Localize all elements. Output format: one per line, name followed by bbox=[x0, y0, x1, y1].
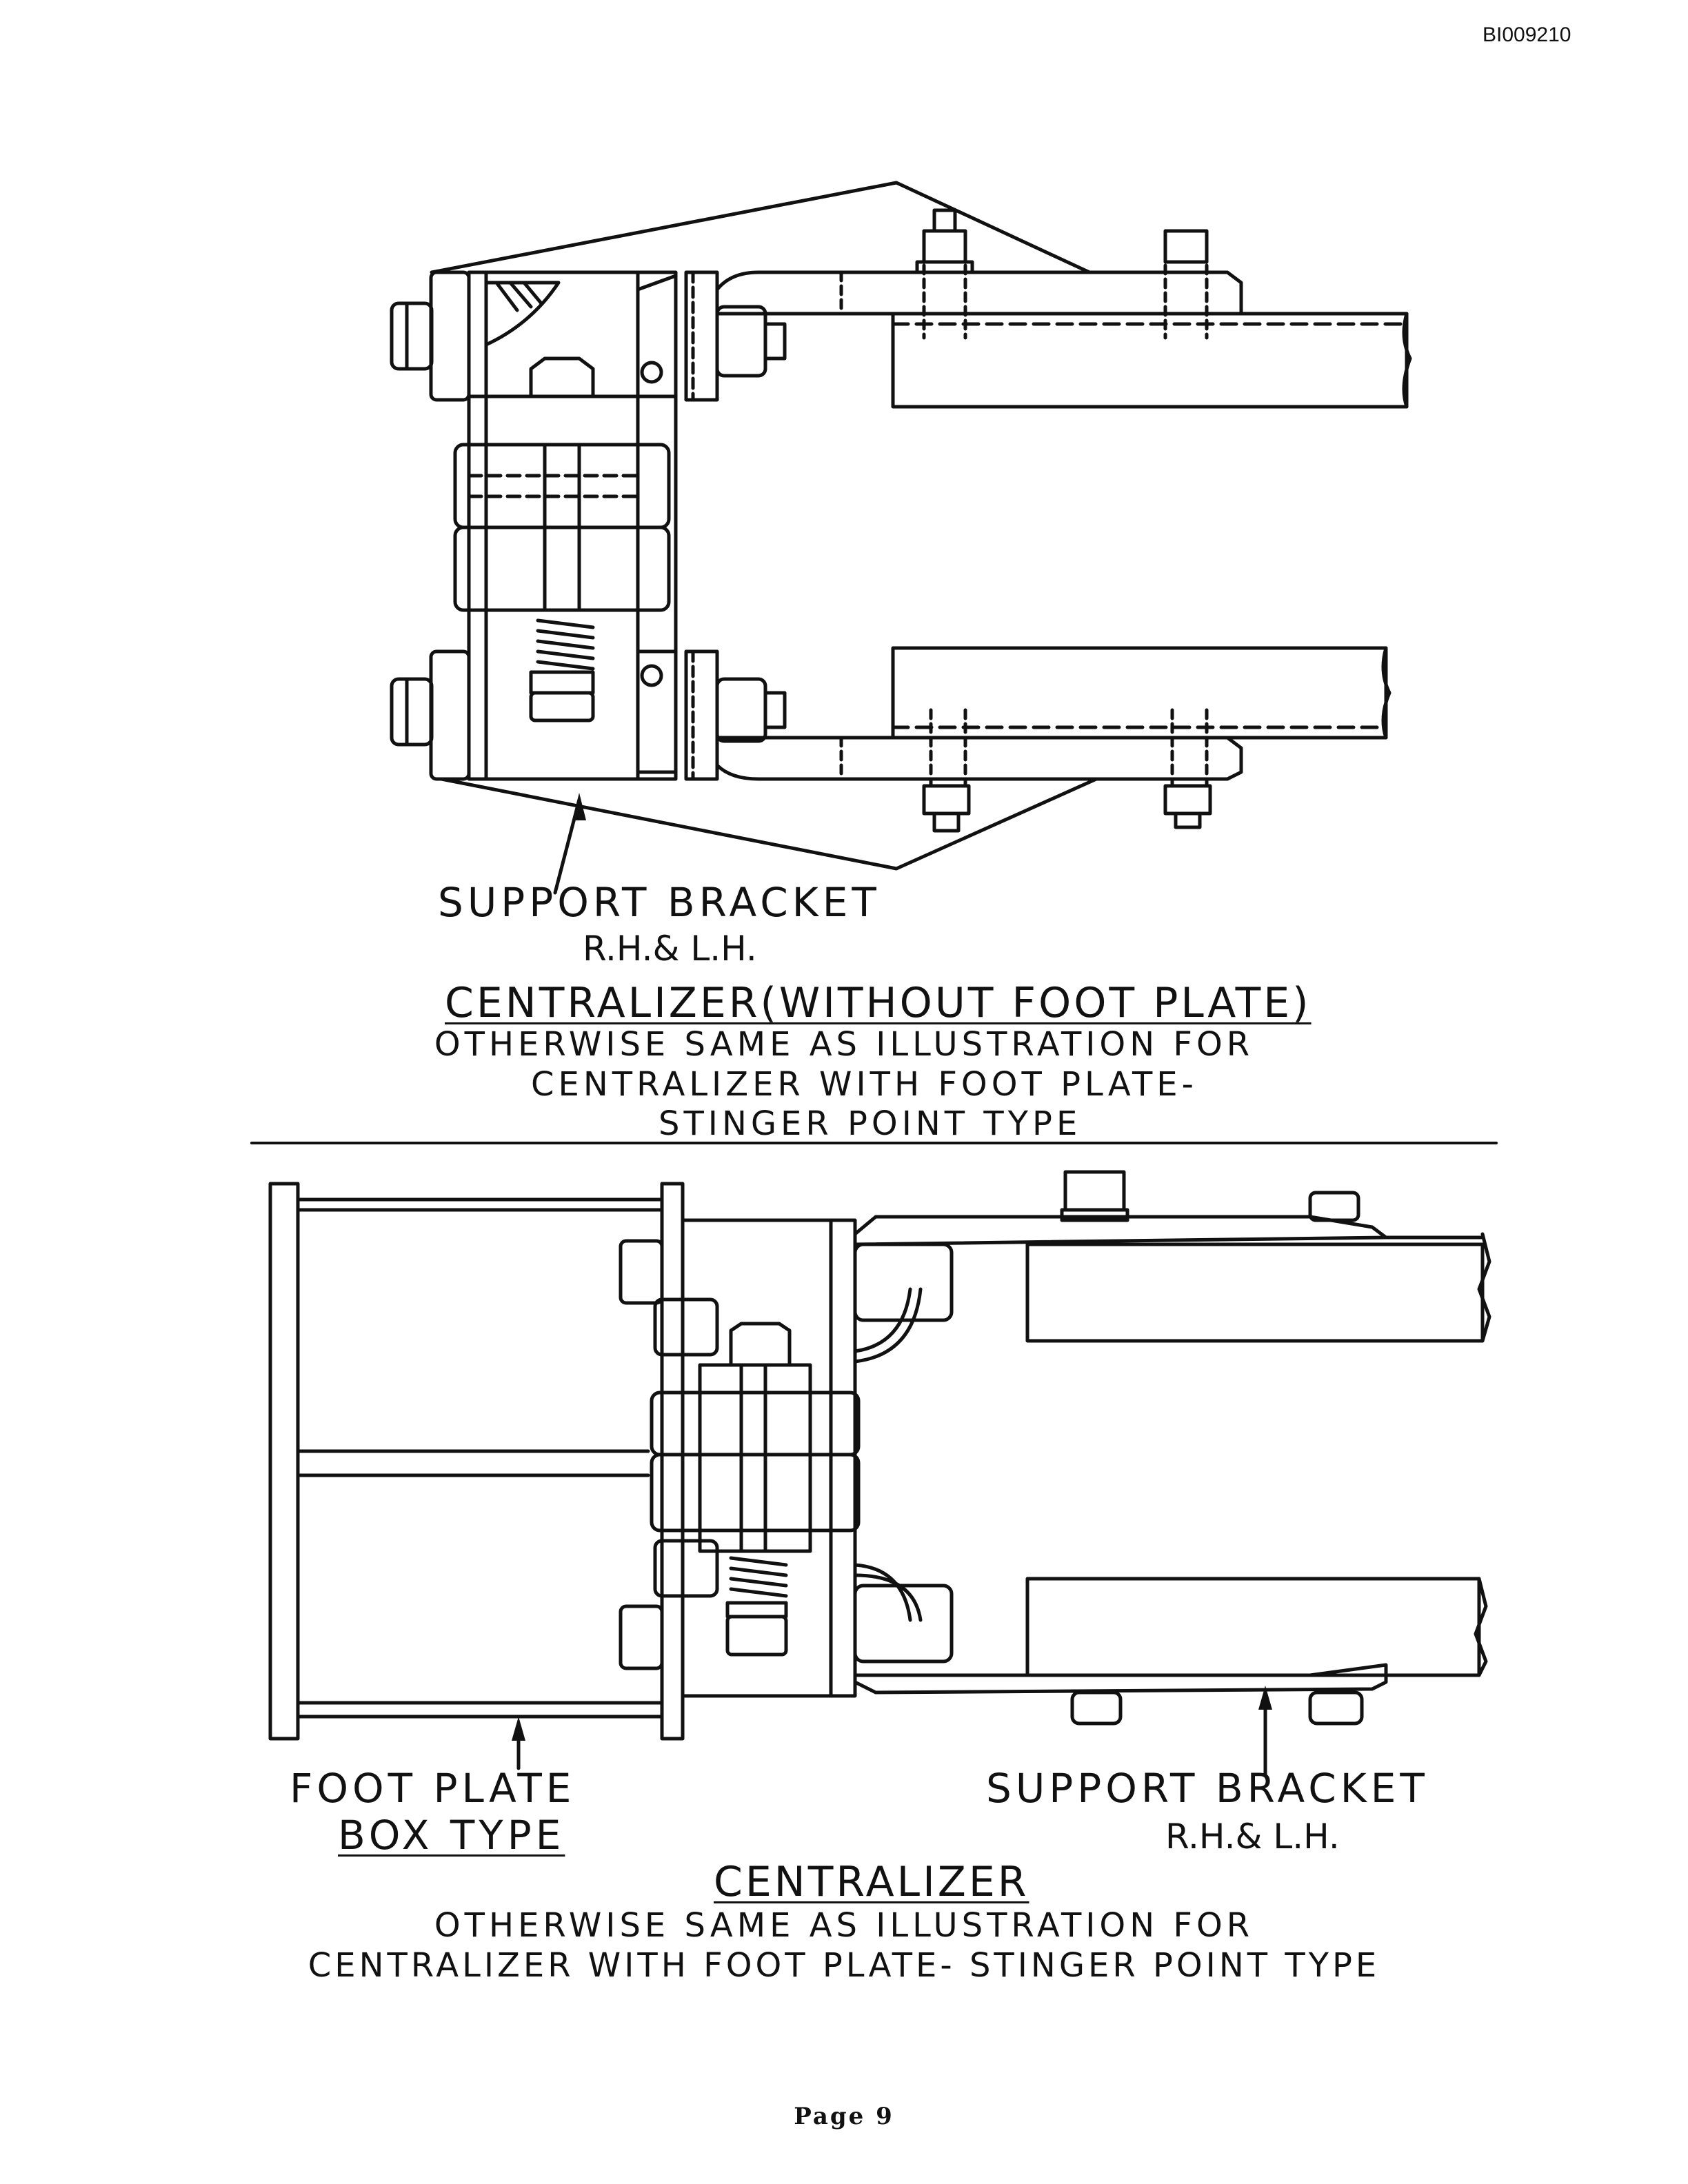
bottom-note-line-1: OTHERWISE SAME AS ILLUSTRATION FOR bbox=[434, 1906, 1254, 1945]
top-callout-rh-lh: R.H.& L.H. bbox=[583, 929, 757, 969]
bottom-centralizer-drawing bbox=[268, 1170, 1491, 1777]
top-figure-title: CENTRALIZER(WITHOUT FOOT PLATE) bbox=[445, 979, 1312, 1027]
document-id: BI009210 bbox=[1483, 23, 1571, 46]
bottom-callout-support-bracket: SUPPORT BRACKET bbox=[986, 1765, 1429, 1812]
bottom-callout-foot-plate: FOOT PLATE bbox=[290, 1765, 576, 1812]
bottom-note-line-2: CENTRALIZER WITH FOOT PLATE- STINGER POI… bbox=[308, 1946, 1380, 1985]
top-bolt-1 bbox=[915, 208, 974, 340]
top-note-line-1: OTHERWISE SAME AS ILLUSTRATION FOR bbox=[434, 1025, 1254, 1064]
top-note-line-2: CENTRALIZER WITH FOOT PLATE- bbox=[531, 1065, 1198, 1104]
top-note-line-3: STINGER POINT TYPE bbox=[659, 1104, 1082, 1143]
bottom-figure-title: CENTRALIZER bbox=[714, 1858, 1029, 1906]
top-callout-support-bracket: SUPPORT BRACKET bbox=[438, 879, 881, 926]
page-number: Page 9 bbox=[794, 2103, 894, 2130]
bottom-callout-rh-lh: R.H.& L.H. bbox=[1165, 1817, 1340, 1857]
top-centralizer-drawing bbox=[390, 181, 1412, 895]
bottom-callout-box-type: BOX TYPE bbox=[338, 1812, 565, 1859]
